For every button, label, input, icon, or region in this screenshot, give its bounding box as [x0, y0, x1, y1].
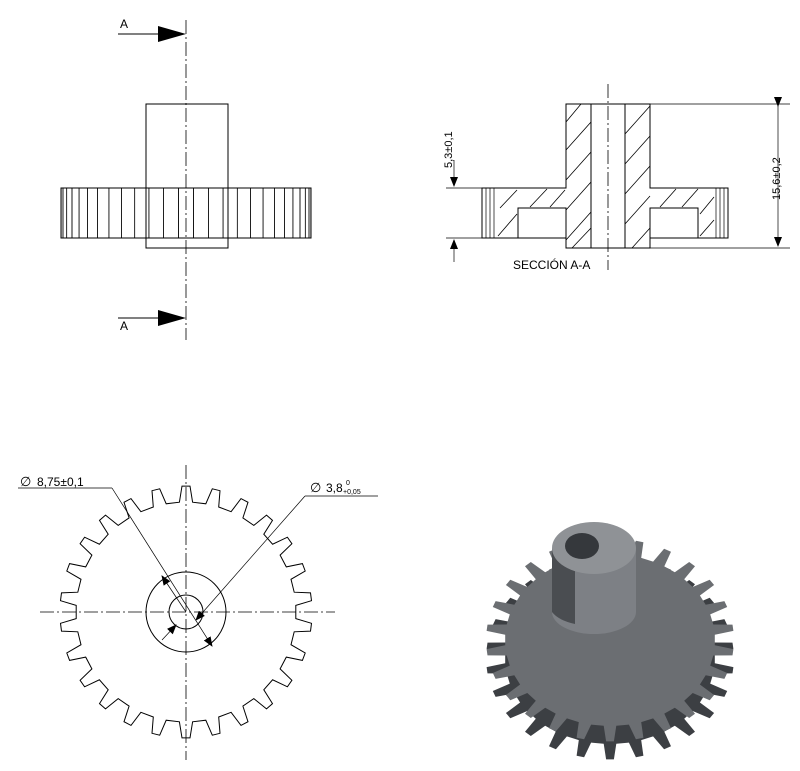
diameter-symbol-1: ∅: [20, 474, 31, 489]
left-recess: [517, 207, 567, 239]
front-view: A A: [60, 17, 312, 340]
total-height-dimension: 15,6±0,2: [771, 157, 783, 200]
diameter-symbol-2: ∅: [310, 480, 321, 495]
section-hatching: [497, 103, 715, 249]
hub-height-dimension: 5,3±0,1: [443, 131, 455, 168]
bore-tolerance-upper: 0: [346, 480, 350, 487]
bore-tolerance-lower: +0,05: [343, 489, 361, 496]
right-recess: [649, 207, 699, 239]
section-arrow-top: [158, 26, 186, 42]
bore-diameter-dimension: 3,8: [326, 481, 343, 495]
section-mark-top: A: [120, 17, 128, 31]
hub-outline: [145, 103, 229, 249]
hub-diameter-leader: [111, 487, 213, 647]
section-title: SECCIÓN A-A: [513, 257, 590, 272]
section-outline: [481, 103, 729, 249]
section-mark-bottom: A: [120, 319, 128, 333]
section-arrow-bottom: [158, 310, 186, 326]
gear-teeth-lines: [60, 188, 312, 238]
top-view: ∅ 8,75±0,1 ∅ 3,8 0 +0,05: [18, 465, 378, 760]
bore-diameter-leader: [195, 495, 306, 621]
section-view: 15,6±0,2 5,3±0,1 SECCIÓN A-A: [443, 84, 790, 272]
bore-3d: [565, 533, 599, 559]
hub-diameter-dimension: 8,75±0,1: [37, 475, 84, 489]
gear-3d-render: [486, 522, 734, 760]
gear-outline: [59, 485, 313, 739]
gear-3d-face: [486, 538, 734, 742]
